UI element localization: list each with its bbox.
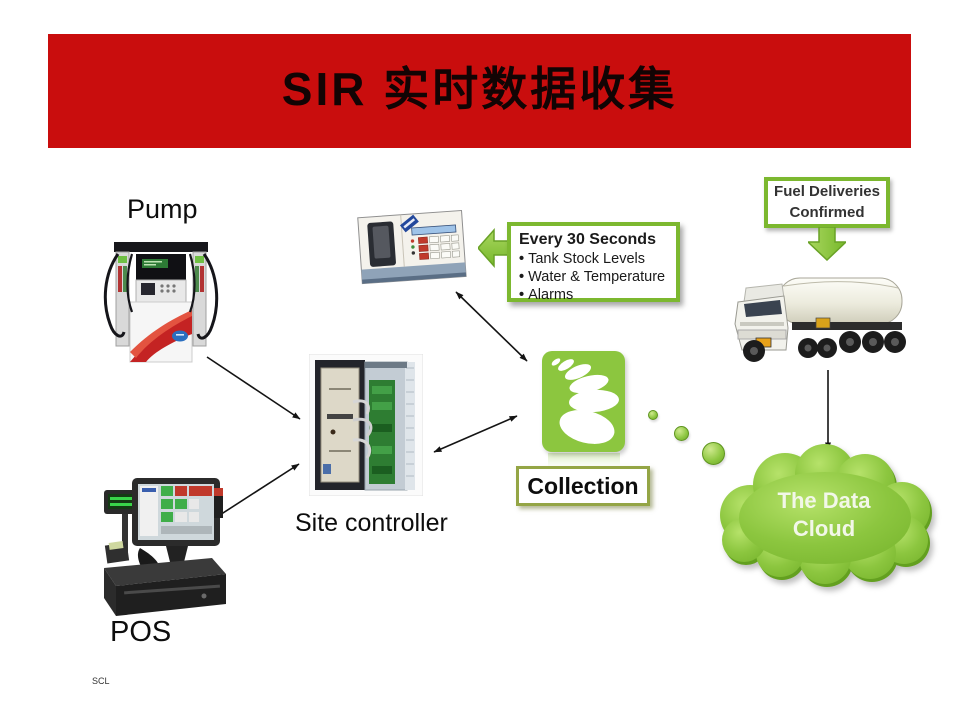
collection-logo-reflection (548, 453, 620, 467)
collection-petals-logo (542, 351, 625, 452)
pump-label: Pump (127, 194, 198, 224)
connector-console-to-collection (455, 291, 528, 362)
callout-bullet: Tank Stock Levels (519, 250, 668, 268)
callout-title: Every 30 Seconds (519, 231, 656, 248)
pos-label: POS (110, 616, 172, 648)
site-controller-image (309, 354, 423, 496)
fuel-deliveries-box: Fuel Deliveries Confirmed (764, 177, 890, 228)
callout-bullet: Alarms (519, 286, 668, 304)
callout-bullet-text: Tank Stock Levels (528, 251, 645, 267)
callout-bullet-text: Alarms (528, 287, 574, 304)
callout-bullet-text: Water & Temperature (528, 269, 666, 286)
title-banner: SIR 实时数据收集 (48, 34, 911, 148)
green-arrow-left-icon (478, 228, 508, 268)
callout-bullet: Water & Temperature (519, 268, 668, 286)
green-arrow-down-icon (808, 227, 846, 261)
data-cloud-text-line2: Cloud (793, 516, 855, 541)
footer-scl: SCL (92, 676, 110, 686)
tanker-truck-image (734, 277, 906, 362)
fuel-deliveries-line2: Confirmed (789, 203, 865, 221)
pos-terminal-image (104, 478, 226, 616)
collection-label: Collection (527, 472, 639, 499)
collection-label-box: Collection (516, 466, 650, 506)
tank-gauge-console-image (357, 209, 467, 285)
data-trail-dot (674, 426, 689, 441)
connector-pump-to-controller (206, 356, 301, 420)
data-cloud-shape: The Data Cloud (720, 444, 932, 587)
data-trail-dot (702, 442, 725, 465)
data-cloud-text-line1: The Data (778, 488, 872, 513)
every-30-seconds-callout: Every 30 Seconds Tank Stock Levels Water… (507, 222, 680, 304)
fuel-pump-image (103, 242, 219, 363)
connector-controller-to-collection (433, 415, 518, 453)
data-trail-dot (648, 410, 658, 420)
site-controller-label: Site controller (295, 509, 448, 537)
fuel-deliveries-line1: Fuel Deliveries (774, 183, 880, 201)
slide-title: SIR 实时数据收集 (281, 63, 678, 115)
